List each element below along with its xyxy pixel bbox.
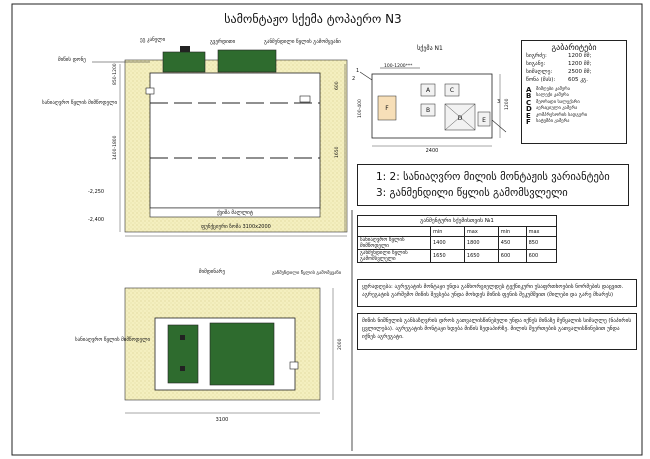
main-lid [217,49,277,73]
plan-outlet-label: განმენდილი წყლის გამომყვანი [272,269,342,276]
table-row: განმენდილი წყლის გამომსვლელი 1650 1650 6… [357,249,558,263]
variants-box: 1: 2: სანიაღვრო მილის მონტაჟის ვარიანტებ… [357,164,629,206]
compartment-b [420,103,436,117]
level-pit: -2,400 [88,217,104,223]
base-plate [149,207,321,218]
outlet-pipe [299,95,311,103]
compartment-a [420,83,436,97]
dim-inlet-range: 1400-1800 [112,135,118,160]
inlet-label: სანიაღვრო წყლის მიმწოდელი [42,99,117,106]
install-table-panel: განმენტური სქემისთვის №1 min max min max… [357,215,558,263]
install-table: min max min max სანიაღვრო წყლის მიმწოდელ… [357,226,558,263]
spec-row-height: სიმაღლე:2500 მმ; [526,69,592,75]
plan-top-label: მიმდინარე [199,268,226,275]
install-table-title: განმენტური სქემისთვის №1 [357,215,557,226]
service-hatch [162,51,206,73]
table-row: სანიაღვრო წყლის მიმწოდელი 1400 1800 450 … [357,236,558,250]
level-base: -2,250 [88,189,104,195]
tank-body [149,72,321,209]
dim-inlet-depth: 850-1200 [112,63,118,85]
scheme-letter-e: E [482,117,486,124]
plan-hatch [167,324,199,384]
compartment-f [377,95,397,121]
pit-size-label: ფუნქციური ზომა 3100x2000 [201,223,271,230]
spec-row-length: სიგრძე:1200 მმ; [526,53,592,59]
sheet-frame [11,3,643,456]
inlet-pipe [145,87,155,95]
dim-tank-height: 1650 [334,146,340,158]
plan-lid [209,322,275,386]
scheme-letter-b: B [426,107,430,114]
plan-inlet-label: სანიაღვრო წყლის მიმწოდელი [75,336,150,343]
scheme-letter-f: F [385,105,389,112]
spec-row-weight: წონა (მას):605 კგ. [526,77,588,83]
drawing-title: სამონტაჟო სქემა ტოპაერო N3 [224,12,401,26]
compartment-e [477,111,491,127]
marker-3: 3 [497,99,500,105]
section-view [92,46,348,237]
variant-line-1: 1: 2: სანიაღვრო მილის მონტაჟის ვარიანტებ… [376,171,610,183]
plan-height-dim: 2000 [337,338,343,350]
scheme-side-dim-1: 100-400 [357,99,363,118]
scheme-pipe-label: 100-1200*** [384,63,413,69]
scheme-n1 [359,67,507,147]
lid-label: ეგ კანელი [140,36,166,43]
scheme-title: სქემა N1 [417,45,443,52]
scheme-letter-a: A [426,87,431,94]
cover-label: გვერდითი [210,38,236,45]
scheme-width-dim: 2400 [426,148,439,154]
note-box-2: მიწის ნიშნულის განსაზღვრის დროს გათვალის… [357,313,637,350]
scheme-letter-c: C [450,87,454,94]
variant-line-2: 3: განმენდილი წყლის გამომსვლელი [376,187,568,199]
specs-title: გაბარიტები [551,43,597,52]
scheme-side-dim-2: 1200 [504,98,510,110]
outlet-pipe-3 [491,119,507,133]
specs-box: გაბარიტები სიგრძე:1200 მმ; სიგანე:1200 მ… [521,40,627,144]
scheme-letter-d: D [458,115,463,122]
dim-outlet-depth: 600 [334,81,340,90]
inlet-pipe-1 [359,71,373,81]
spec-row-width: სიგანე:1200 მმ; [526,61,592,67]
note-box-1: ყურადღება: აგრეგატის მონტაჟი უნდა განხორ… [357,279,637,307]
marker-1: 1 [356,68,359,74]
table-header-row: min max min max [357,226,558,237]
base-label: ქვიშა მალლიტ [217,209,254,216]
compartment-c [444,83,460,97]
vent-cap [180,46,190,52]
marker-2: 2 [352,76,355,82]
plan-view [124,287,334,414]
outlet-label: განმენდილი წყლის გამომყვანი [264,38,341,45]
ground-level-label: მიწის დონე [58,56,86,63]
plan-width-dim: 3100 [216,417,229,423]
